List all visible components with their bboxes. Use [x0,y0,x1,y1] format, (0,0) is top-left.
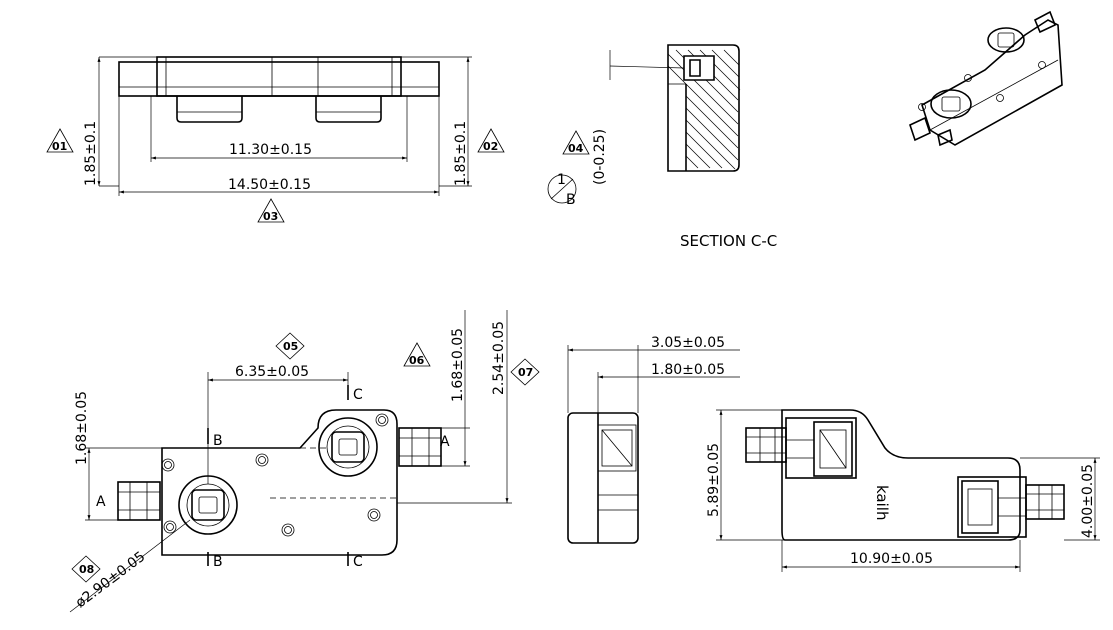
dim-side-height-left: 1.85±0.1 [83,121,99,186]
dim-end-depth-total: 3.05±0.05 [651,335,725,351]
svg-text:B: B [566,192,576,208]
dim-plan-pitch-x: 6.35±0.05 [235,364,309,380]
section-mark-b-bottom: B [213,554,223,570]
brand-text: kailh [873,485,891,520]
section-mark-c-top: C [353,387,363,403]
svg-text:07: 07 [518,366,533,379]
svg-text:06: 06 [409,354,425,367]
dim-end-depth-inner: 1.80±0.05 [651,362,725,378]
dim-bottom-width: 10.90±0.05 [850,551,933,567]
marker-03: 03 [257,198,285,223]
svg-text:01: 01 [52,140,67,153]
dim-bottom-height: 5.89±0.05 [706,443,722,517]
dim-side-outer-width: 14.50±0.15 [228,177,311,193]
svg-text:02: 02 [483,140,498,153]
marker-08: 08 [71,555,101,583]
section-title: SECTION C-C [680,232,777,250]
datum-a-left: A [96,494,106,510]
svg-text:05: 05 [283,340,298,353]
dim-plan-offset-y2: 2.54±0.05 [491,321,507,395]
plan-view: B B C C A A 6.35±0.05 1.68±0.05 1.68±0.0… [69,310,540,613]
datum-a-right: A [440,434,450,450]
side-view: 1.85±0.1 1.85±0.1 11.30±0.15 14.50±0.15 … [46,56,505,223]
section-cc: (0-0.25) 04 1 B SECTION C-C [547,44,777,250]
marker-05: 05 [275,332,305,360]
marker-04: 04 [562,130,590,155]
dim-bottom-right-height: 4.00±0.05 [1080,464,1096,538]
bottom-view: kailh 5.89±0.05 10.90±0.05 4.00±0.05 [706,409,1100,572]
svg-text:1: 1 [557,172,566,188]
isometric-view [909,10,1063,147]
surface-finish-symbol: 1 B [547,172,577,208]
section-mark-b-top: B [213,433,223,449]
hatching [667,49,741,170]
section-mark-c-bottom: C [353,554,363,570]
dim-plan-offset-y1: 1.68±0.05 [450,328,466,402]
marker-07: 07 [510,358,540,386]
dim-section-gap: (0-0.25) [592,129,608,185]
svg-text:03: 03 [263,210,278,223]
dim-side-inner-width: 11.30±0.15 [229,142,312,158]
marker-06: 06 [403,342,431,367]
dim-plan-left-height: 1.68±0.05 [74,391,90,465]
end-view: 3.05±0.05 1.80±0.05 [567,335,740,544]
svg-text:08: 08 [79,563,94,576]
svg-text:04: 04 [568,142,584,155]
dim-side-height-right: 1.85±0.1 [453,121,469,186]
marker-02: 02 [477,128,505,153]
marker-01: 01 [46,128,74,153]
